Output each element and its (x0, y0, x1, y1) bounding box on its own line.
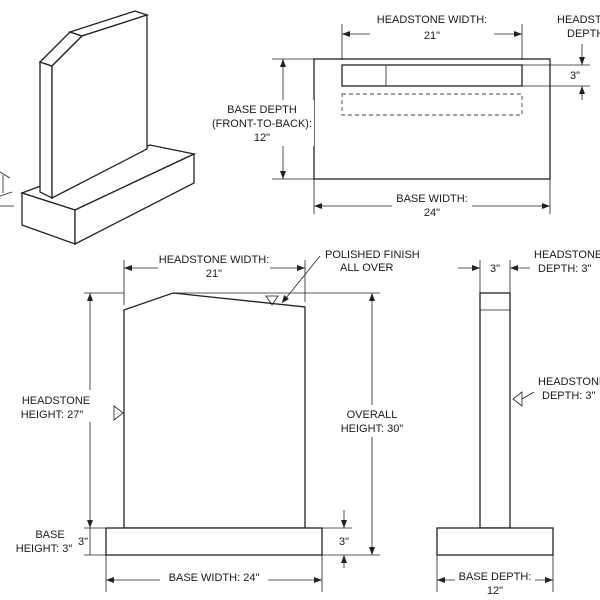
headstone-height-label-2: HEIGHT: 27" (21, 409, 84, 421)
plan-base-depth-label-2: (FRONT-TO-BACK): (212, 118, 312, 130)
headstone-height-label-1: HEADSTONE (22, 395, 90, 407)
overall-height-label-2: HEIGHT: 30" (341, 423, 404, 435)
base-height-value-left: 3" (78, 536, 88, 548)
front-headstone-width-label: HEADSTONE WIDTH: (159, 254, 269, 266)
isometric-view (0, 10, 197, 246)
base-height-label-2: HEIGHT: 3" (16, 543, 73, 555)
plan-view: HEADSTONE WIDTH: 21" HEADSTONE DEPTH 3" … (212, 10, 600, 220)
side-depth-mid-2: DEPTH: 3" (542, 390, 596, 402)
side-depth-top-1: HEADSTONE (534, 249, 600, 261)
plan-base-width-value: 24" (424, 207, 440, 219)
plan-headstone-width-label: HEADSTONE WIDTH: (377, 14, 487, 26)
plan-headstone-depth-label-1: HEADSTONE (557, 14, 600, 26)
side-depth-top-2: DEPTH: 3" (538, 263, 592, 275)
side-view: 3" HEADSTONE DEPTH: 3" HEADSTONE DEPTH: … (436, 249, 600, 599)
side-base-depth-value: 12" (487, 585, 503, 597)
base-height-label-1: BASE (35, 529, 64, 541)
finish-note-1: POLISHED FINISH (325, 249, 420, 261)
overall-height-label-1: OVERALL (347, 409, 398, 421)
plan-base-depth-label-1: BASE DEPTH (227, 104, 297, 116)
finish-note-2: ALL OVER (340, 262, 393, 274)
side-thickness-value: 3" (490, 263, 500, 275)
plan-base-depth-value: 12" (254, 132, 270, 144)
front-view: HEADSTONE WIDTH: 21" POLISHED FINISH ALL… (16, 249, 420, 592)
base-height-value-right: 3" (339, 536, 349, 548)
plan-base-width-label: BASE WIDTH: (396, 193, 468, 205)
side-depth-mid-1: HEADSTONE (538, 376, 600, 388)
front-headstone-width-value: 21" (206, 268, 222, 280)
side-base-depth-label: BASE DEPTH: (459, 571, 532, 583)
plan-headstone-depth-value: 3" (570, 70, 580, 82)
plan-headstone-width-value: 21" (424, 30, 440, 42)
front-base-width: BASE WIDTH: 24" (169, 572, 260, 584)
plan-headstone-depth-label-2: DEPTH (567, 28, 600, 40)
